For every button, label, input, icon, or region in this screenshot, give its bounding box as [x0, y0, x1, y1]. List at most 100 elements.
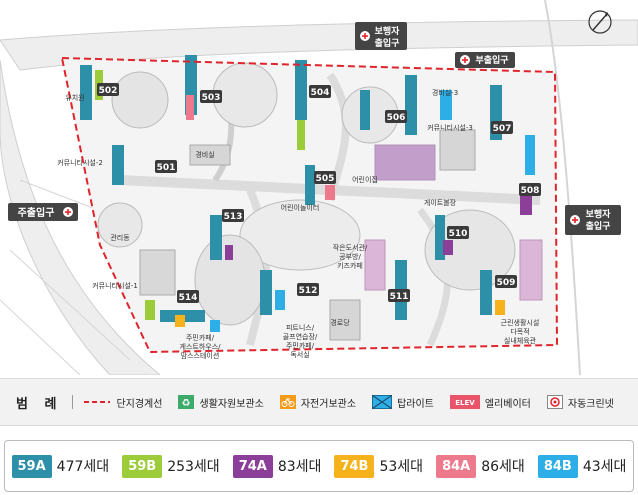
building-badge-507 — [491, 121, 513, 134]
building-badge-502 — [97, 83, 119, 96]
unit-type-summary: 59A 477세대 59B 253세대 74A 83세대 74B 53세대 84… — [4, 440, 634, 492]
unit-count-84b: 43세대 — [582, 459, 627, 475]
label-play-b: 실내체육관 — [504, 336, 537, 345]
elevator-icon: ELEV — [449, 395, 480, 409]
unit-count-59a: 477세대 — [56, 459, 110, 475]
label-guard: 경비실 — [195, 150, 214, 159]
label-cafe-a: 주민카페/ — [186, 333, 215, 342]
gate-east-label-a: 보행자 — [586, 208, 612, 220]
gate-east-pedestrian: ✚ 보행자 출입구 — [565, 205, 621, 235]
building-label-510: 510 — [449, 229, 468, 239]
bicycle-icon — [279, 395, 296, 409]
unit-74a: 74A 83세대 — [232, 454, 322, 478]
label-plaza: 어린이놀이터 — [281, 203, 320, 212]
legend-title: 범 례 — [16, 396, 63, 412]
building-badge-504 — [309, 85, 331, 98]
svg-text:✚: ✚ — [362, 32, 369, 41]
gate-north-label-b: 출입구 — [375, 37, 400, 49]
label-guard-3: 경비실-3 — [432, 88, 458, 97]
label-fitness-a: 피트니스/ — [286, 323, 315, 332]
gate-east-label-b: 출입구 — [586, 220, 611, 232]
gate-west-main: 주출입구 ✚ — [8, 203, 78, 221]
building-label-511: 511 — [390, 292, 409, 302]
building-badge-503 — [200, 90, 222, 103]
gate-sub: ✚ 부출입구 — [455, 52, 515, 68]
building-badge-512 — [297, 283, 319, 296]
gate-north-label-a: 보행자 — [375, 25, 401, 37]
legend-cleannet: 자동크린넷 — [546, 395, 614, 410]
unit-74b: 74B 53세대 — [334, 454, 424, 478]
legend-bicycle: 자전거보관소 — [279, 395, 357, 410]
unit-badge-84a: 84A — [436, 454, 477, 478]
building-label-503: 503 — [202, 93, 221, 103]
label-shop: 근린생활시설 — [501, 318, 540, 327]
unit-badge-74b: 74B — [334, 454, 375, 478]
building-badge-510 — [447, 226, 469, 239]
unit-count-74a: 83세대 — [277, 459, 322, 475]
building-badge-506 — [385, 110, 407, 123]
unit-count-84a: 86세대 — [481, 459, 525, 475]
gate-west-label: 주출입구 — [18, 206, 55, 219]
label-fitness-d: 독서실 — [290, 350, 309, 359]
label-kindergarten: 유치원 — [65, 93, 84, 102]
unit-badge-84b: 84B — [537, 454, 578, 478]
legend-cleannet-label: 자동크린넷 — [567, 398, 614, 410]
building-badge-511 — [388, 289, 410, 302]
building-badge-513 — [222, 209, 244, 222]
legend-divider — [72, 395, 74, 409]
building-label-502: 502 — [99, 86, 118, 96]
building-label-504: 504 — [311, 88, 330, 98]
svg-text:✚: ✚ — [572, 216, 579, 225]
building-label-513: 513 — [224, 212, 243, 222]
label-senior: 경로당 — [330, 318, 350, 327]
unit-badge-74a: 74A — [232, 454, 273, 478]
label-cafe-b: 게스트하우스/ — [180, 342, 222, 351]
legend-elevator: ELEV 엘리베이터 — [449, 395, 531, 410]
recycle-icon: ♻ — [178, 395, 195, 409]
toplight-icon — [372, 395, 393, 409]
label-play-a: 다목적 — [510, 327, 529, 336]
unit-84a: 84A 86세대 — [436, 454, 525, 478]
unit-59a: 59A 477세대 — [11, 454, 110, 478]
legend-toplight-label: 탑라이트 — [397, 398, 434, 410]
label-cafe-c: 맘스스테이션 — [181, 351, 220, 360]
label-library-a: 작은도서관/ — [333, 243, 368, 252]
legend-boundary: 단지경계선 — [83, 395, 162, 410]
gate-sub-label: 부출입구 — [475, 54, 508, 66]
building-badge-501 — [155, 160, 177, 173]
building-label-509: 509 — [497, 278, 516, 288]
site-boundary — [60, 56, 559, 354]
legend-boundary-label: 단지경계선 — [116, 398, 163, 410]
unit-59b: 59B 253세대 — [122, 454, 220, 478]
legend-bicycle-label: 자전거보관소 — [300, 398, 357, 410]
compass-icon — [588, 10, 612, 34]
unit-badge-59a: 59A — [11, 454, 52, 478]
building-label-514: 514 — [179, 293, 198, 303]
label-management: 관리동 — [110, 233, 130, 242]
building-label-512: 512 — [299, 286, 318, 296]
legend-recycle-label: 생활자원보관소 — [199, 398, 264, 410]
building-badge-514 — [177, 290, 199, 303]
unit-count-59b: 253세대 — [167, 459, 220, 475]
building-badge-505 — [314, 171, 336, 184]
label-sport: 게이트볼장 — [424, 198, 457, 207]
label-community-3: 커뮤니티시설-3 — [427, 123, 473, 132]
legend-recycle: ♻ 생활자원보관소 — [178, 395, 264, 410]
building-label-507: 507 — [493, 124, 512, 134]
svg-text:✚: ✚ — [65, 208, 72, 217]
label-daycare: 어린이집 — [352, 175, 378, 184]
building-label-505: 505 — [316, 174, 335, 184]
label-community-2: 커뮤니티시설-2 — [57, 158, 103, 167]
building-label-501: 501 — [157, 163, 176, 173]
unit-count-74b: 53세대 — [379, 459, 424, 475]
svg-text:✚: ✚ — [462, 56, 469, 65]
label-fitness-b: 골프연습장/ — [283, 332, 318, 341]
svg-text:♻: ♻ — [182, 398, 191, 409]
label-library-b: 공부방/ — [339, 252, 361, 261]
cleannet-icon — [546, 395, 563, 409]
gate-north-pedestrian: ✚ 보행자 출입구 — [355, 22, 407, 50]
legend-toplight: 탑라이트 — [372, 395, 434, 410]
boundary-line-icon — [84, 401, 111, 403]
unit-badge-59b: 59B — [122, 454, 163, 478]
label-library-c: 키즈카페 — [337, 261, 363, 270]
